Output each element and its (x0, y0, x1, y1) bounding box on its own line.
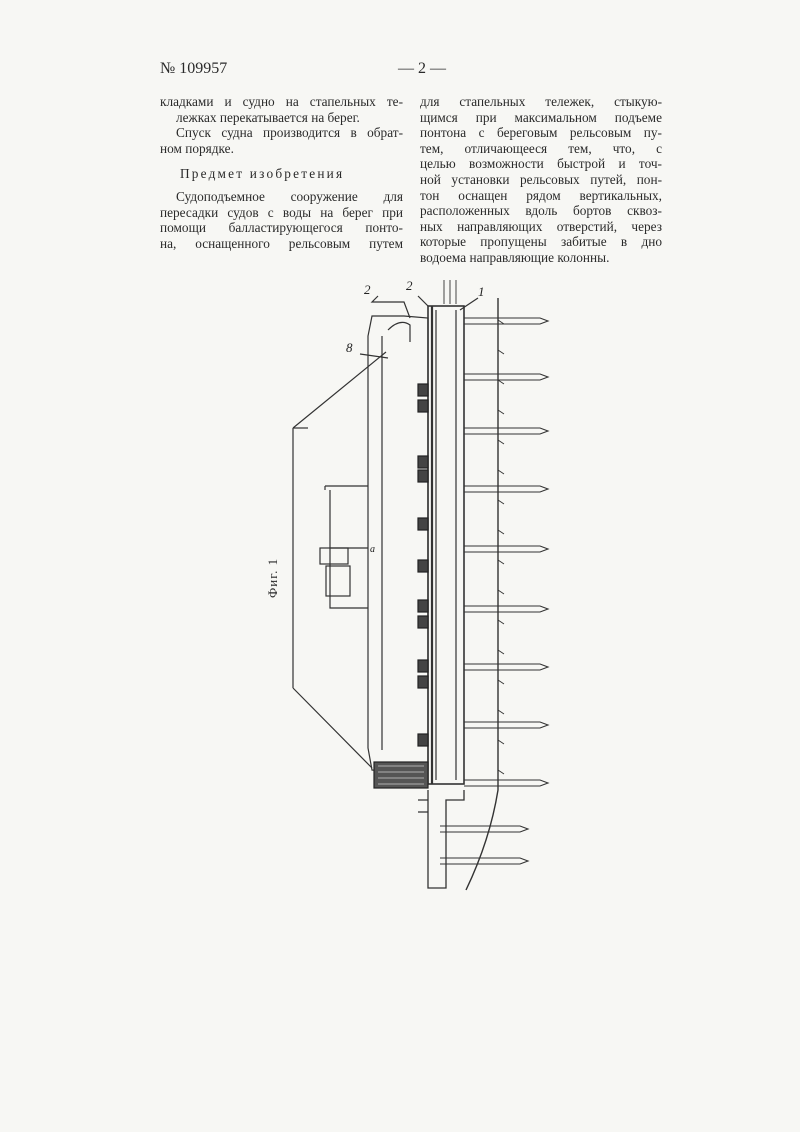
text-line: пересадки судов с воды на берег при (160, 204, 403, 220)
shore-structure (427, 790, 465, 889)
callout-1: 1 (478, 284, 485, 299)
cradle-carriages (417, 383, 429, 747)
left-column: кладками и судно на стапельных те- лежка… (160, 94, 403, 251)
pontoon (427, 305, 465, 785)
text-line: Судоподъемное сооружение для (176, 188, 403, 204)
support-cable (292, 351, 387, 769)
superstructure (324, 485, 368, 609)
water-marks (443, 280, 457, 304)
text-line: целью возможности быстрой и точ- (420, 156, 662, 172)
text-line: ном порядке. (160, 140, 234, 156)
leader-line (359, 353, 389, 359)
deck-house (325, 565, 351, 597)
text-line: лежках перекатывается на берег. (176, 109, 360, 125)
text-line: на, оснащенного рельсовым путем (160, 235, 403, 251)
text-line: ной установки рельсовых путей, пон- (420, 171, 662, 187)
text-line: щимся при максимальном подъеме (420, 109, 662, 125)
text-line: тон оснащен рядом вертикальных, (420, 187, 662, 203)
text-line: которые пропущены забитые в дно (420, 234, 662, 250)
text-line: Спуск судна производится в обрат- (176, 125, 403, 141)
text-line: водоема направляющие колонны. (420, 249, 610, 265)
bow-detail (387, 321, 411, 342)
text-line: понтона с береговым рельсовым пу- (420, 125, 662, 141)
leader-line (370, 295, 411, 319)
seabed-hatch (497, 319, 505, 775)
callout-2: 2 (364, 282, 371, 297)
seabed-line (465, 298, 499, 891)
leader-line (459, 297, 479, 311)
callout-2: 2 (406, 278, 413, 293)
patent-number: № 109957 (160, 60, 228, 77)
claim-paragraph: Судоподъемное сооружение для пересадки с… (160, 189, 403, 251)
paragraph-2: Спуск судна производится в обрат- ном по… (160, 125, 403, 156)
text-line: помощи балластирующегося понто- (160, 220, 403, 236)
text-line: расположенных вдоль бортов сквоз- (420, 203, 662, 219)
text-line: для стапельных тележек, стыкую- (420, 94, 662, 109)
text-line: ных направляющих отверстий, через (420, 218, 662, 234)
claims-heading: Предмет изобретения (180, 166, 345, 182)
text-line: тем, отличающееся тем, что, с (420, 140, 662, 156)
deck-house (319, 547, 349, 565)
paragraph-1: кладками и судно на стапельных те- лежка… (160, 94, 403, 125)
leader-line (417, 295, 429, 307)
right-column: для стапельных тележек, стыкую- щимся пр… (420, 94, 662, 266)
text-line: кладками и судно на стапельных те- (160, 94, 403, 109)
callout-a: а (370, 544, 375, 555)
callout-8: 8 (346, 340, 353, 355)
page-number: — 2 — (398, 60, 446, 77)
guide-columns (440, 317, 550, 865)
